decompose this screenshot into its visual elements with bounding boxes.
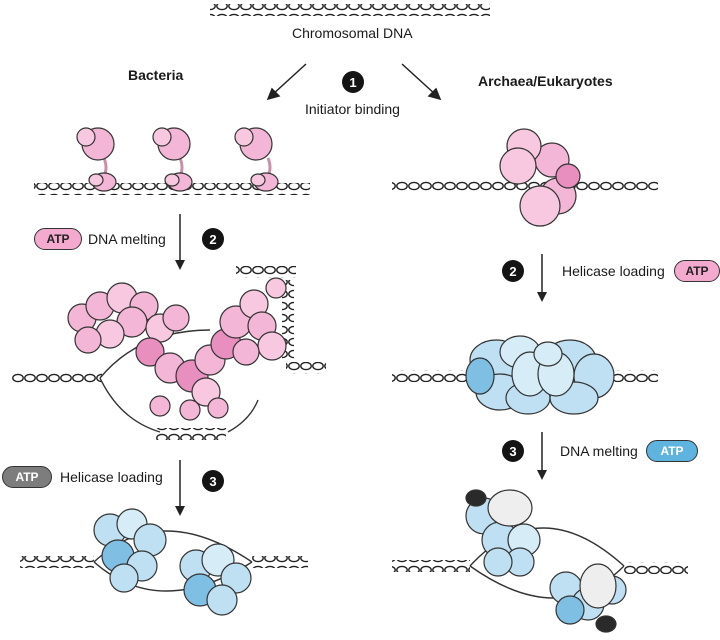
archaea-activated-helicases [392,489,688,633]
bacteria-dna-melting-label: DNA melting [88,231,166,247]
atp-badge-archaea-melting: ATP [646,440,698,462]
bacteria-initiator-proteins [76,127,279,192]
atp-badge-archaea-helicase: ATP [674,260,720,282]
initiator-protein [76,127,117,192]
branch-arrows [266,63,442,101]
archaea-helicase-loading-label: Helicase loading [562,263,665,279]
archaea-arrow-step3 [537,432,547,480]
step-3-badge-archaea: 3 [502,440,524,462]
archaea-orc-complex [499,128,581,227]
initiator-protein [152,127,193,192]
bacteria-heading: Bacteria [128,67,184,83]
chromosomal-dna-label: Chromosomal DNA [292,25,413,41]
atp-badge-bacteria-melting: ATP [34,228,82,250]
bacteria-helicase-loading-label: Helicase loading [60,469,163,485]
step-2-badge-bacteria: 2 [202,228,224,250]
atp-badge-bacteria-helicase: ATP [2,466,52,488]
bacteria-arrow-step2 [175,214,185,270]
archaea-arrow-step2 [537,254,547,302]
bacteria-arrow-step3 [175,460,185,516]
bacteria-loaded-helicases [20,508,308,616]
archaea-dna-stage1 [392,180,658,192]
archaea-eukaryotes-heading: Archaea/Eukaryotes [478,73,613,89]
step-3-badge-bacteria: 3 [202,470,224,492]
step-2-badge-archaea: 2 [502,260,524,282]
initiator-protein [234,127,279,192]
archaea-double-hexamer [465,335,615,415]
archaea-dna-melting-label: DNA melting [560,443,638,459]
chromosomal-dna-strand [210,4,490,16]
initiator-binding-label: Initiator binding [305,101,400,117]
step-1-badge: 1 [342,71,364,93]
bacteria-melted-origin [12,266,326,440]
